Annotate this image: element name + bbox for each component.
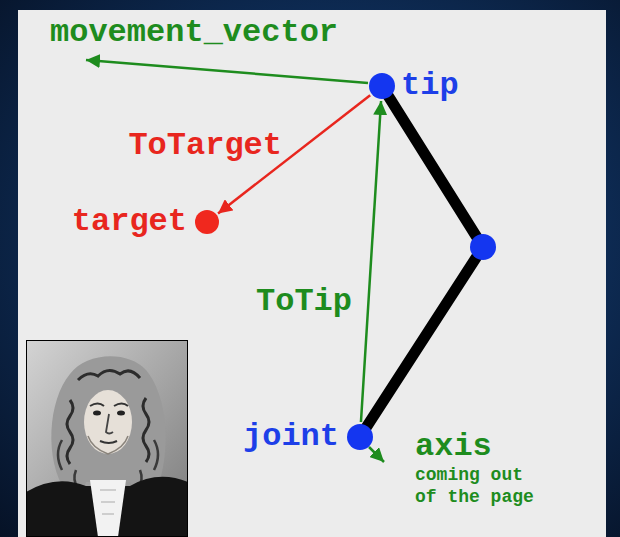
axis-arrow: [369, 447, 384, 462]
vector-label: movement_vector: [50, 14, 338, 51]
point-node: tip: [369, 73, 395, 99]
point-label: joint: [243, 419, 339, 455]
point-node: target: [195, 210, 219, 234]
point-label: target: [72, 204, 187, 240]
point-node: joint: [347, 424, 373, 450]
vector-label: ToTarget: [128, 128, 282, 164]
point-label: tip: [401, 68, 459, 104]
vector-label: ToTip: [256, 284, 352, 320]
newton-portrait: [26, 340, 188, 537]
vector-arrow: [361, 101, 381, 422]
axis-label: axis: [415, 428, 492, 465]
movement-arrow: [86, 60, 368, 83]
axis-note: coming out of the page: [415, 464, 537, 508]
arm-segment: [360, 86, 483, 437]
middle-joint-dot: [470, 234, 496, 260]
